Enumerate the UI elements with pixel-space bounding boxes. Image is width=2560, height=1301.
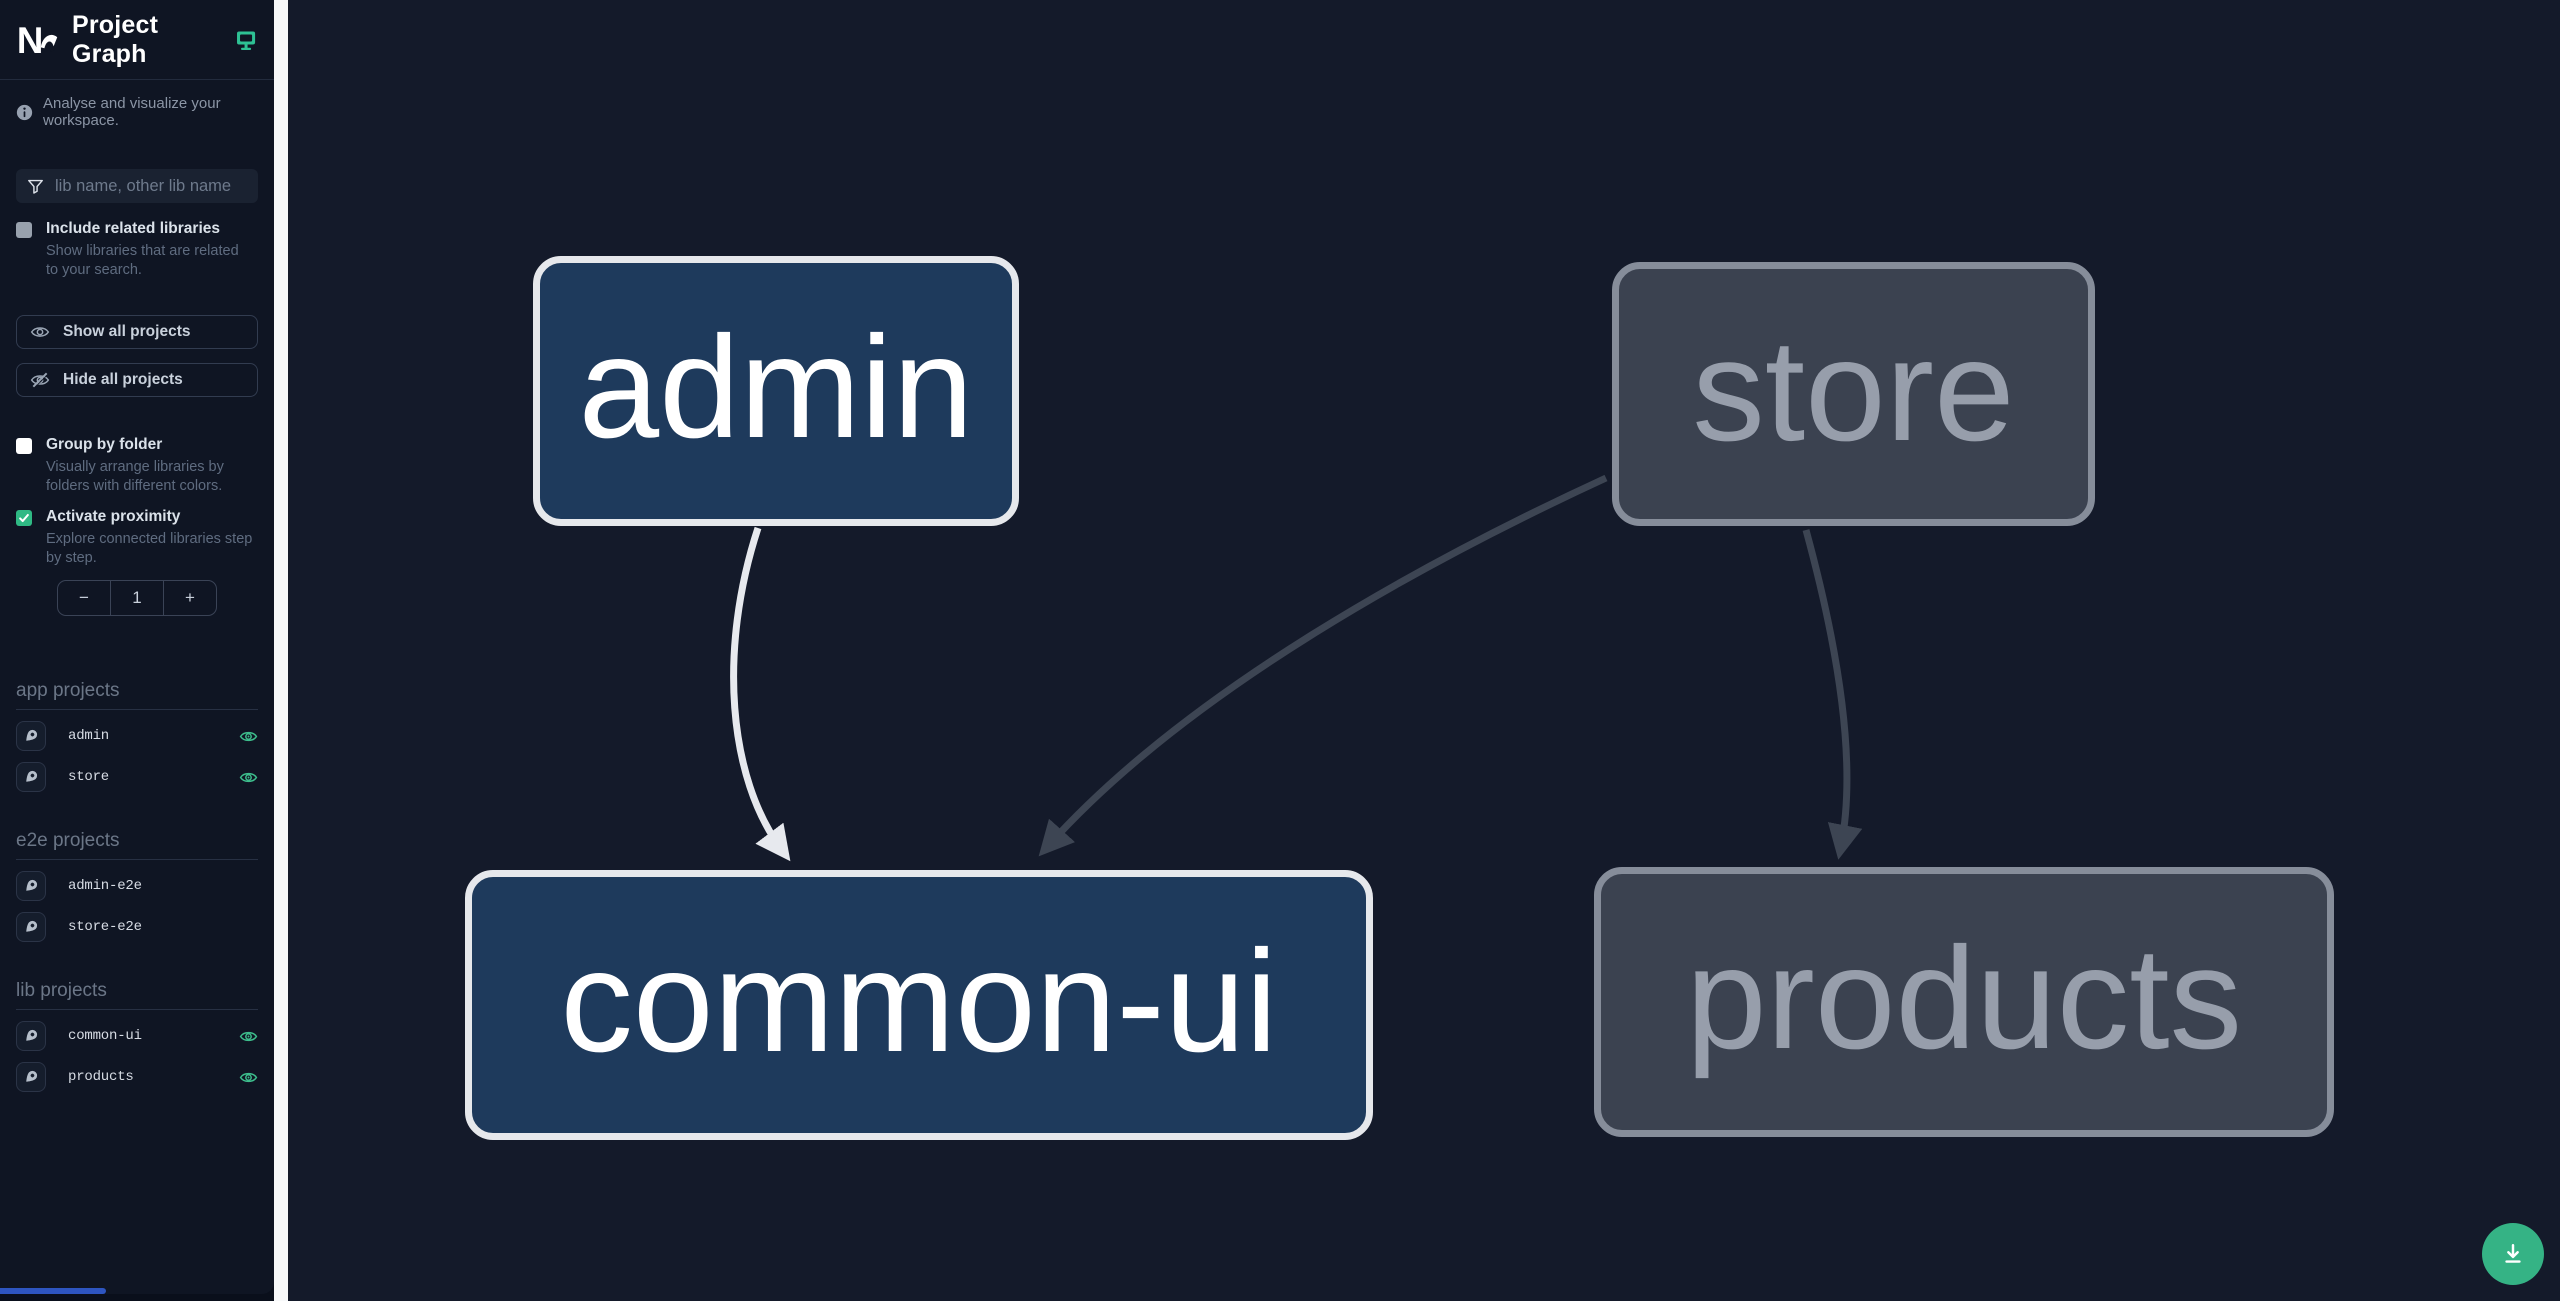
- filter-input-wrap: [16, 169, 258, 203]
- group-by-folder-option: Group by folder Visually arrange librari…: [16, 436, 258, 496]
- section-lib-projects: lib projects common-ui: [16, 980, 258, 1093]
- horizontal-scrollbar-thumb[interactable]: [0, 1288, 106, 1294]
- sidebar-header: N Project Graph: [0, 0, 274, 80]
- focus-project-button[interactable]: [16, 871, 46, 902]
- node-label: common-ui: [560, 919, 1278, 1082]
- tagline-text: Analyse and visualize your workspace.: [43, 95, 221, 129]
- project-row-store: store: [16, 762, 258, 793]
- graph-edges-layer: [730, 474, 1863, 862]
- project-row-products: products: [16, 1062, 258, 1093]
- section-divider: [16, 709, 258, 711]
- eye-icon: [30, 326, 50, 337]
- section-title: e2e projects: [16, 830, 120, 852]
- show-all-projects-button[interactable]: Show all projects: [16, 314, 258, 349]
- toggle-visibility-button[interactable]: [239, 1068, 258, 1087]
- activate-proximity-checkbox[interactable]: [16, 510, 32, 527]
- group-by-folder-label: Group by folder: [46, 435, 163, 453]
- project-row-common-ui: common-ui: [16, 1021, 258, 1052]
- svg-text:N: N: [17, 19, 43, 60]
- project-name[interactable]: products: [68, 1069, 134, 1086]
- include-related-checkbox[interactable]: [16, 222, 32, 238]
- filter-input[interactable]: [55, 176, 248, 196]
- sidebar: N Project Graph Analyse and visualize yo…: [0, 0, 274, 1294]
- focus-project-button[interactable]: [16, 912, 46, 943]
- hide-all-projects-button[interactable]: Hide all projects: [16, 362, 258, 397]
- graph-node-admin[interactable]: admin: [533, 256, 1019, 526]
- info-icon: [16, 104, 33, 120]
- section-divider: [16, 1009, 258, 1011]
- map-pin-icon: [26, 730, 38, 741]
- node-label: store: [1692, 308, 2015, 471]
- eye-icon: [239, 731, 258, 741]
- section-divider: [16, 859, 258, 861]
- focus-project-button[interactable]: [16, 762, 46, 793]
- monitor-icon[interactable]: [234, 27, 258, 52]
- show-all-label: Show all projects: [63, 322, 191, 340]
- map-pin-icon: [26, 1030, 38, 1041]
- workspace-tagline: Analyse and visualize your workspace.: [0, 80, 274, 129]
- include-related-option: Include related libraries Show libraries…: [16, 220, 258, 280]
- map-pin-icon: [26, 880, 38, 891]
- section-e2e-projects: e2e projects admin-e2e store-e2e: [16, 830, 258, 943]
- sidebar-resize-divider: [274, 0, 288, 1301]
- activate-proximity-option: Activate proximity Explore connected lib…: [16, 508, 258, 568]
- proximity-stepper: − 1 +: [57, 580, 217, 617]
- section-title: lib projects: [16, 980, 107, 1002]
- activate-proximity-label: Activate proximity: [46, 508, 181, 526]
- section-title: app projects: [16, 680, 120, 702]
- project-name[interactable]: admin-e2e: [68, 878, 142, 895]
- checkmark-icon: [19, 514, 29, 523]
- toggle-visibility-button[interactable]: [239, 1027, 258, 1046]
- node-label: products: [1685, 916, 2243, 1079]
- project-name[interactable]: store: [68, 769, 110, 786]
- download-graph-button[interactable]: [2482, 1223, 2544, 1285]
- graph-canvas[interactable]: admin store common-ui products: [288, 0, 2560, 1301]
- proximity-decrement-button[interactable]: −: [79, 588, 89, 608]
- project-row-admin-e2e: admin-e2e: [16, 871, 258, 902]
- node-label: admin: [578, 305, 974, 468]
- edge-store-to-common-ui[interactable]: [1038, 474, 1608, 857]
- project-name[interactable]: store-e2e: [68, 919, 142, 936]
- focus-project-button[interactable]: [16, 721, 46, 752]
- hide-all-label: Hide all projects: [63, 370, 183, 388]
- eye-slash-icon: [30, 372, 50, 388]
- map-pin-icon: [26, 1071, 38, 1082]
- group-by-folder-description: Visually arrange libraries by folders wi…: [46, 458, 224, 494]
- eye-icon: [239, 1072, 258, 1082]
- graph-node-store[interactable]: store: [1612, 262, 2095, 526]
- funnel-icon: [28, 179, 43, 194]
- project-name[interactable]: common-ui: [68, 1028, 142, 1045]
- group-by-folder-checkbox[interactable]: [16, 437, 32, 454]
- edge-admin-to-common-ui[interactable]: [730, 526, 791, 862]
- focus-project-button[interactable]: [16, 1021, 46, 1052]
- download-icon: [2505, 1244, 2521, 1263]
- map-pin-icon: [26, 771, 38, 782]
- page-title: Project Graph: [72, 10, 159, 68]
- include-related-description: Show libraries that are related to your …: [46, 243, 239, 278]
- map-pin-icon: [26, 921, 38, 932]
- eye-icon: [239, 772, 258, 782]
- proximity-increment-button[interactable]: +: [163, 581, 216, 616]
- project-row-store-e2e: store-e2e: [16, 912, 258, 943]
- project-row-admin: admin: [16, 721, 258, 752]
- section-app-projects: app projects admin: [16, 680, 258, 793]
- graph-node-common-ui[interactable]: common-ui: [465, 870, 1373, 1140]
- nx-logo-icon: N: [17, 19, 58, 60]
- include-related-label: Include related libraries: [46, 220, 221, 237]
- focus-project-button[interactable]: [16, 1062, 46, 1093]
- activate-proximity-description: Explore connected libraries step by step…: [46, 531, 253, 567]
- toggle-visibility-button[interactable]: [239, 768, 258, 787]
- eye-icon: [239, 1031, 258, 1041]
- project-name[interactable]: admin: [68, 728, 110, 745]
- graph-node-products[interactable]: products: [1594, 867, 2334, 1137]
- proximity-value: 1: [110, 581, 163, 616]
- toggle-visibility-button[interactable]: [239, 727, 258, 746]
- edge-store-to-products[interactable]: [1802, 529, 1863, 860]
